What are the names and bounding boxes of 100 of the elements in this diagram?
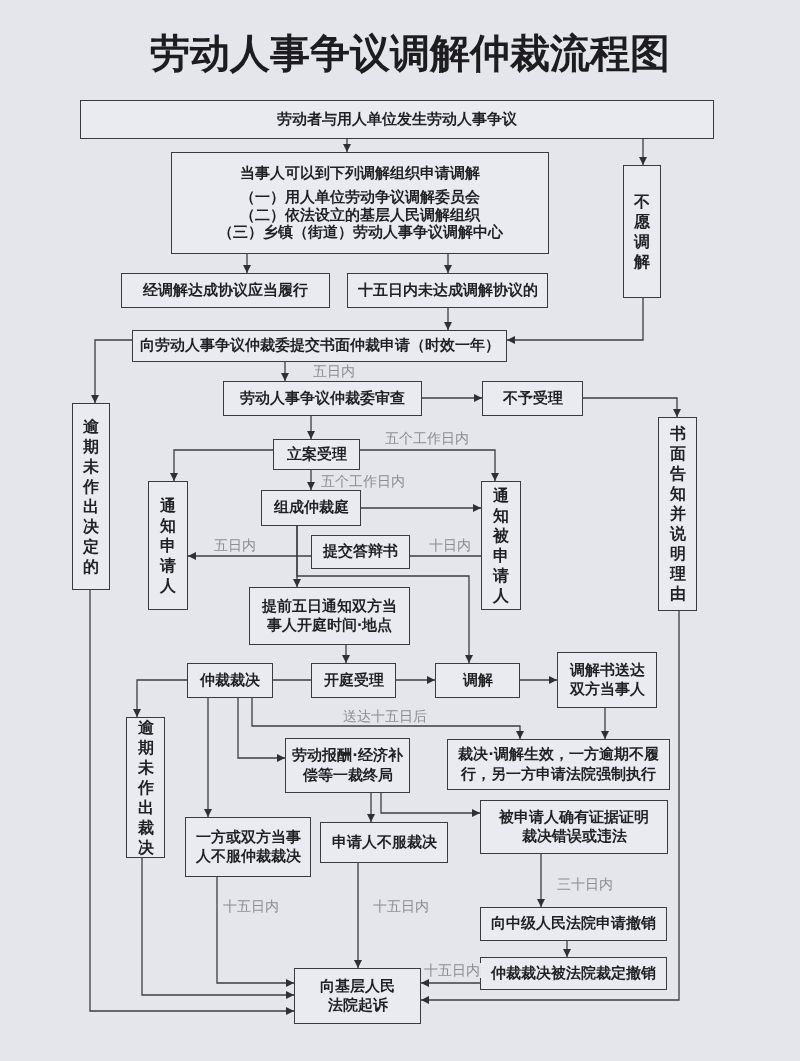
box-text: 劳动人事争议仲裁委审查 xyxy=(240,388,405,408)
process-box xyxy=(223,381,422,416)
process-box xyxy=(623,165,661,298)
arrow xyxy=(444,307,452,331)
process-box xyxy=(481,481,521,610)
process-box xyxy=(80,100,714,139)
box-text: 被申请人确有证据证明裁决错误或违法 xyxy=(498,807,650,846)
process-box xyxy=(435,663,520,698)
process-box xyxy=(320,822,448,863)
edge-label: 十五日内 xyxy=(222,899,280,914)
box-text: 通知被申请人 xyxy=(493,485,509,606)
box-text: 立案受理 xyxy=(286,444,347,464)
connector-line xyxy=(272,679,312,681)
box-text: 不予受理 xyxy=(502,388,563,408)
edge-label: 送达十五日后 xyxy=(342,709,428,724)
box-text: 提前五日通知双方当事人开庭时间·地点 xyxy=(261,596,398,635)
arrow xyxy=(367,792,375,823)
arrow xyxy=(307,415,315,440)
process-box xyxy=(347,273,548,308)
arrow xyxy=(359,449,499,482)
diagram-title: 劳动人事争议调解仲裁流程图 xyxy=(150,30,670,76)
box-text: 提交答辩书 xyxy=(323,542,398,562)
process-box xyxy=(311,663,396,698)
process-box xyxy=(171,152,549,254)
arrow xyxy=(420,979,481,987)
list-item: （三）乡镇（街道）劳动人事争议调解中心 xyxy=(217,224,503,242)
process-box xyxy=(148,481,188,610)
box-text: 向中级人民法院申请撤销 xyxy=(491,914,656,934)
process-box xyxy=(294,968,421,1024)
arrow xyxy=(563,940,571,958)
arrow xyxy=(204,697,212,818)
box-text: 逾期未作出决定的 xyxy=(83,416,99,577)
arrow xyxy=(506,297,644,344)
list-item: （二）依法设立的基层人民调解组织 xyxy=(240,206,480,224)
box-text: 通知申请人 xyxy=(160,495,176,596)
edge-label: 五个工作日内 xyxy=(384,431,470,446)
edge-label: 三十日内 xyxy=(556,877,614,892)
process-box xyxy=(121,273,330,308)
box-text: 开庭受理 xyxy=(323,670,384,690)
arrow xyxy=(296,525,473,664)
edge-label: 十日内 xyxy=(428,538,472,553)
arrow xyxy=(639,138,647,166)
process-box xyxy=(261,490,361,526)
arrow xyxy=(91,339,133,404)
process-box xyxy=(285,738,410,793)
edge-label: 五日内 xyxy=(312,364,356,379)
connector-line xyxy=(409,555,482,557)
arrow xyxy=(360,504,482,512)
box-text: 向劳动人事争议仲裁委提交书面仲裁申请（时效一年） xyxy=(139,336,500,356)
box-text: 劳动报酬·经济补偿等一裁终局 xyxy=(292,746,403,785)
arrow xyxy=(133,679,188,718)
process-box xyxy=(72,403,110,590)
box-text: 组成仲裁庭 xyxy=(273,498,349,518)
arrow xyxy=(343,138,351,153)
arrow xyxy=(89,589,295,1015)
process-box xyxy=(185,817,311,877)
box-text: 劳动者与用人单位发生劳动人事争议 xyxy=(277,109,517,129)
box-text: 仲裁裁决被法院裁定撤销 xyxy=(491,963,656,983)
box-text: 经调解达成协议应当履行 xyxy=(143,280,308,300)
arrow xyxy=(281,361,289,382)
process-box xyxy=(126,717,165,858)
arrow xyxy=(243,253,251,274)
arrow xyxy=(444,253,452,274)
box-text: 书面告知并说明理由 xyxy=(669,424,686,604)
arrow xyxy=(537,853,545,908)
process-box xyxy=(557,652,657,708)
box-text: 向基层人民法院起诉 xyxy=(319,976,396,1015)
edge-label: 五日内 xyxy=(213,538,257,553)
arrow xyxy=(420,610,680,1004)
arrow xyxy=(307,469,315,491)
arrow xyxy=(354,862,362,969)
arrow xyxy=(421,394,483,402)
arrow xyxy=(216,876,295,987)
box-text: 十五日内未达成调解协议的 xyxy=(357,280,538,300)
edge-label: 五个工作日内 xyxy=(320,474,406,489)
arrow xyxy=(342,644,350,664)
box-text: 一方或双方当事人不服仲裁裁决 xyxy=(194,827,302,866)
process-box xyxy=(480,907,667,941)
process-box xyxy=(273,439,360,470)
list-item: （一）用人单位劳动争议调解委员会 xyxy=(240,188,480,207)
box-text: 调解书送达双方当事人 xyxy=(568,660,646,699)
arrow xyxy=(237,697,286,762)
process-box xyxy=(187,663,273,698)
process-box xyxy=(482,381,583,416)
arrow xyxy=(519,676,558,684)
process-box xyxy=(447,739,670,790)
arrow xyxy=(582,397,681,418)
arrow xyxy=(170,449,274,482)
process-box xyxy=(480,957,667,990)
process-box xyxy=(658,417,697,611)
process-box xyxy=(249,587,410,645)
box-text: 申请人不服裁决 xyxy=(331,832,437,852)
box-text: 逾期未作出裁决 xyxy=(137,717,154,858)
box-text: 裁决·调解生效，一方逾期不履行，另一方申请法院强制执行 xyxy=(457,745,660,784)
arrow xyxy=(395,676,436,684)
arrow xyxy=(251,697,524,740)
edge-label: 十五日内 xyxy=(423,963,481,978)
box-text: 不愿调解 xyxy=(634,191,650,272)
box-heading: 当事人可以到下列调解组织申请调解 xyxy=(240,164,480,183)
arrow xyxy=(380,792,481,817)
